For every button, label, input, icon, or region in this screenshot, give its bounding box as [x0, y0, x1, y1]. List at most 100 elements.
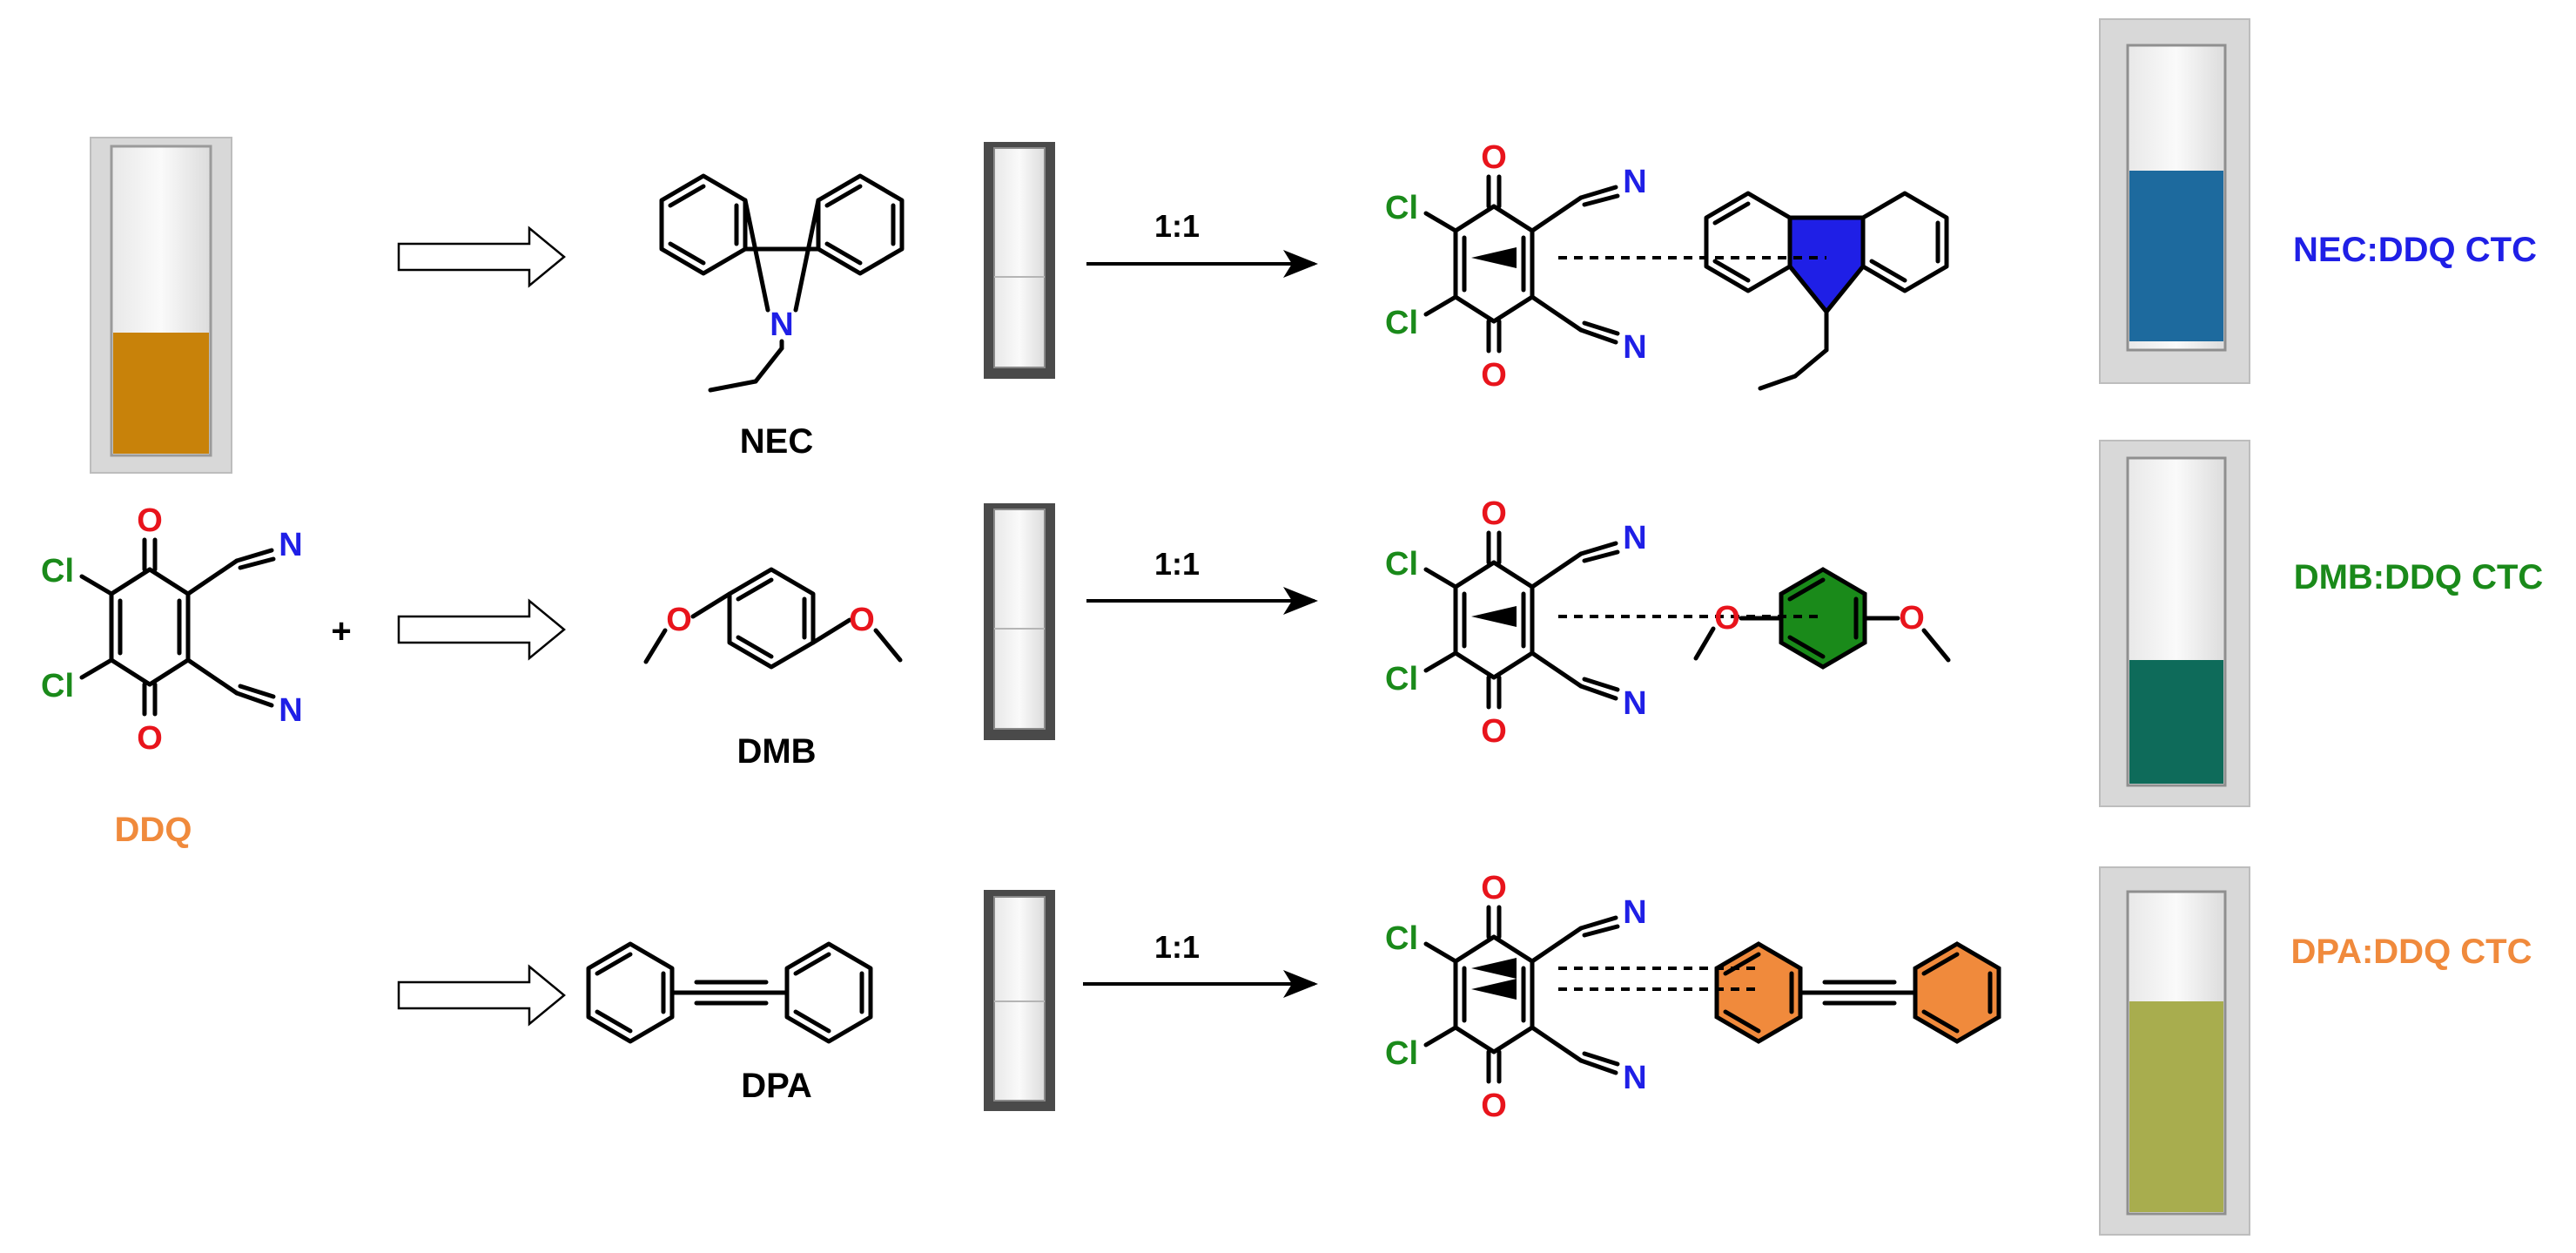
- cuvette-icon: [984, 890, 1055, 1111]
- nitrogen-atom: N: [1623, 520, 1646, 556]
- ring-bond: [1453, 934, 1497, 964]
- ring-bond: [1491, 1025, 1535, 1054]
- hollow-arrow-icon: [397, 598, 566, 661]
- oxygen-atom: O: [1481, 139, 1507, 176]
- cuvette-icon: [984, 142, 1055, 379]
- nec-structure: [659, 173, 905, 393]
- hollow-arrow-icon: [397, 226, 566, 288]
- ring-bond: [1491, 560, 1535, 589]
- cl-bond: [1423, 1025, 1458, 1048]
- ring-bond: [1453, 204, 1497, 233]
- chlorine-atom: Cl: [41, 668, 74, 704]
- nitrile-bond: [1582, 924, 1620, 938]
- chlorine-atom: Cl: [1385, 305, 1418, 341]
- nitrile-bond: [1582, 677, 1620, 692]
- ring-bond: [1453, 294, 1497, 324]
- ring-bond: [109, 567, 152, 596]
- ring-bond: [109, 657, 152, 687]
- ring-bond: [1491, 934, 1535, 964]
- ring-bond: [147, 567, 191, 596]
- chlorine-atom: Cl: [1385, 920, 1418, 957]
- oxygen-atom: O: [1714, 600, 1740, 637]
- nitrile-bond: [1582, 1051, 1620, 1067]
- nitrogen-atom: N: [1623, 164, 1646, 200]
- ring-bond: [1453, 1025, 1497, 1054]
- nitrile-bond: [1582, 193, 1620, 207]
- nec-donor-complex: [1558, 191, 1949, 391]
- oxygen-atom: O: [1481, 870, 1507, 906]
- dpa-label: DPA: [741, 1067, 811, 1105]
- nitrile-bond: [1530, 551, 1584, 589]
- nitrile-bond: [1578, 915, 1618, 931]
- nec-label: NEC: [740, 422, 813, 461]
- chlorine-atom: Cl: [1385, 661, 1418, 697]
- nec-ctc-label: NEC:DDQ CTC: [2293, 231, 2537, 269]
- nitrile-bond: [185, 558, 239, 596]
- ratio-label: 1:1: [1154, 208, 1200, 244]
- nitrile-bond: [234, 548, 274, 563]
- cl-bond: [1423, 941, 1458, 964]
- nitrogen-atom: N: [1623, 1060, 1646, 1096]
- nitrile-bond: [234, 690, 274, 708]
- phenyl-ring-highlight: [1913, 941, 2001, 1044]
- dpa-ctc-vial-photo: [2099, 866, 2250, 1236]
- nitrile-bond: [1582, 549, 1620, 563]
- nitrile-bond: [1530, 294, 1584, 333]
- nitrile-bond: [1530, 195, 1584, 233]
- hollow-arrow-icon: [397, 964, 566, 1027]
- chlorine-atom: Cl: [1385, 546, 1418, 583]
- ring-bond: [1491, 650, 1535, 680]
- nitrile-bond: [238, 556, 276, 570]
- cuvette-icon: [984, 503, 1055, 740]
- dmb-structure: [643, 567, 903, 670]
- ring-bond: [1491, 204, 1535, 233]
- oxygen-atom: O: [666, 602, 692, 638]
- nitrile-bond: [1582, 320, 1620, 336]
- ct-arrowhead: [1471, 979, 1517, 1000]
- nitrogen-atom: N: [279, 692, 302, 729]
- oxygen-atom: O: [137, 720, 163, 757]
- nitrile-bond: [1578, 541, 1618, 556]
- dmb-ctc-vial-photo: [2099, 440, 2250, 807]
- oxygen-atom: O: [137, 502, 163, 539]
- nitrogen-atom: N: [1623, 329, 1646, 366]
- cl-bond: [1423, 650, 1458, 673]
- ring-bond: [1491, 294, 1535, 324]
- nec-ctc-vial-photo: [2099, 18, 2250, 384]
- ring-bond: [147, 657, 191, 687]
- chlorine-atom: Cl: [41, 553, 74, 589]
- ddq-vial-photo: [90, 137, 232, 474]
- oxygen-atom: O: [1481, 495, 1507, 532]
- nitrile-bond: [1578, 684, 1618, 701]
- cl-bond: [1423, 294, 1458, 317]
- nitrogen-atom: N: [1623, 685, 1646, 722]
- ring-bond: [1453, 650, 1497, 680]
- ring-bond: [1453, 560, 1497, 589]
- ct-arrowhead: [1471, 247, 1517, 268]
- oxygen-atom: O: [1899, 600, 1925, 637]
- dpa-donor-complex: [1558, 941, 2001, 1044]
- dmb-ctc-label: DMB:DDQ CTC: [2294, 558, 2544, 596]
- chlorine-atom: Cl: [1385, 1035, 1418, 1072]
- nitrogen-atom: N: [279, 527, 302, 563]
- oxygen-atom: O: [1481, 1088, 1507, 1124]
- dmb-donor-complex: [1558, 567, 1951, 670]
- dpa-ctc-label: DPA:DDQ CTC: [2290, 933, 2532, 971]
- ct-arrowhead: [1471, 606, 1517, 627]
- cl-bond: [1423, 211, 1458, 233]
- cl-bond: [79, 657, 114, 680]
- dpa-structure: [586, 941, 873, 1044]
- oxygen-atom: O: [849, 602, 875, 638]
- pyrrole-ring-highlight: [1787, 215, 1866, 315]
- ratio-label: 1:1: [1154, 546, 1200, 582]
- nitrogen-atom: N: [1623, 894, 1646, 931]
- nitrile-bond: [1530, 1025, 1584, 1063]
- ratio-label: 1:1: [1154, 929, 1200, 965]
- oxygen-atom: O: [1481, 357, 1507, 394]
